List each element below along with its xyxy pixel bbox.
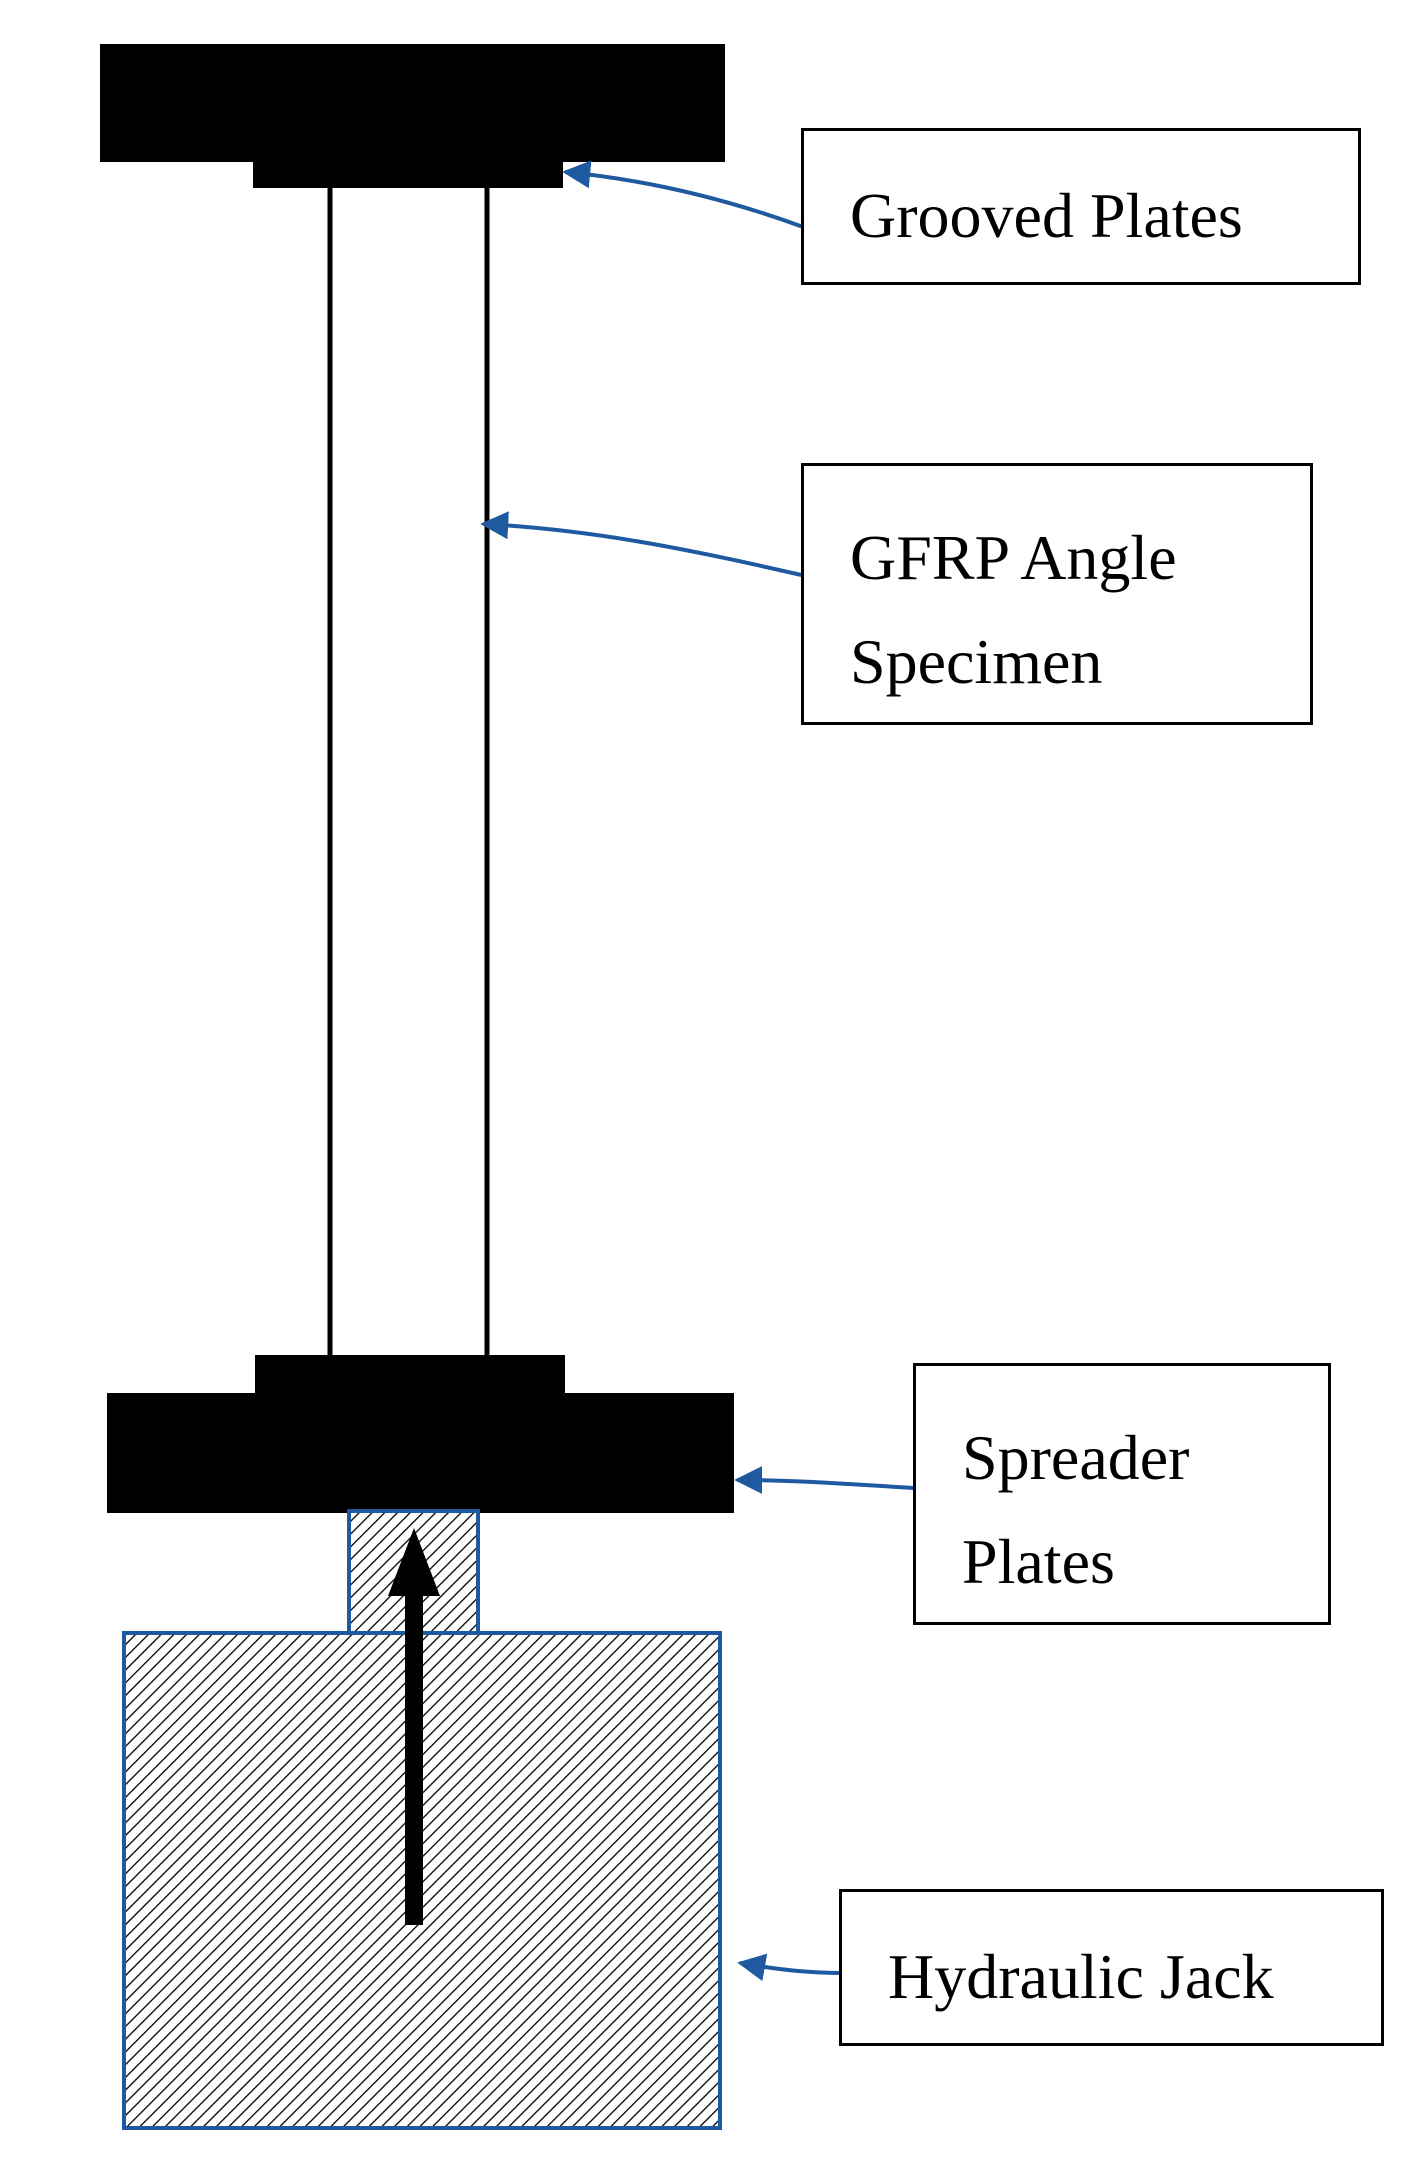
- bottom-groove-plate: [255, 1355, 565, 1395]
- top-groove-plate: [253, 160, 563, 188]
- spreader-plate: [107, 1393, 734, 1513]
- gfrp-specimen-label: GFRP Angle Specimen: [801, 463, 1313, 725]
- grooved-plates-label: Grooved Plates: [801, 128, 1361, 285]
- hydraulic-jack-text: Hydraulic Jack: [888, 1941, 1274, 2012]
- spreader-plates-text-line2: Plates: [962, 1526, 1115, 1597]
- spreader-plates-text-line1: Spreader: [962, 1422, 1190, 1493]
- gfrp-specimen-leader: [480, 511, 807, 578]
- hydraulic-jack-leader: [737, 1953, 844, 1982]
- spreader-plates-leader: [734, 1466, 916, 1495]
- spreader-plates-label: Spreader Plates: [913, 1363, 1331, 1625]
- gfrp-specimen-text-line2: Specimen: [850, 626, 1103, 697]
- hydraulic-jack-label: Hydraulic Jack: [839, 1889, 1384, 2046]
- grooved-plates-text: Grooved Plates: [850, 180, 1243, 251]
- top-plate: [100, 44, 725, 162]
- up-arrow-icon: [388, 1528, 440, 1925]
- gfrp-specimen-text-line1: GFRP Angle: [850, 522, 1177, 593]
- grooved-plates-leader: [562, 160, 807, 230]
